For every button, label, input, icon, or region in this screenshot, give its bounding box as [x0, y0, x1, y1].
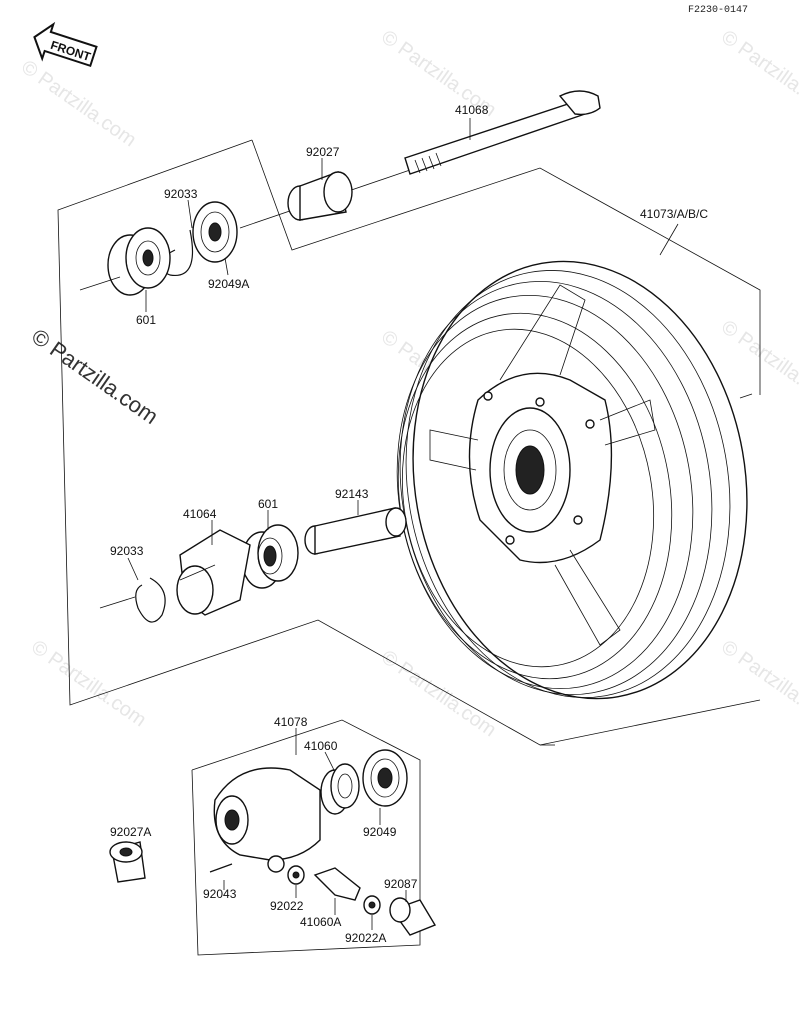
part-label-bushing: 92087	[384, 877, 418, 891]
part-label-bearing-top: 601	[136, 313, 156, 327]
part-label-washer-bottom: 92022A	[345, 931, 386, 945]
part-label-speedo-pinion: 41060A	[300, 915, 341, 929]
part-label-collar-right: 92027A	[110, 825, 151, 839]
seal-speedo	[362, 749, 408, 807]
part-label-spacer: 92143	[335, 487, 369, 501]
coupling	[176, 529, 251, 616]
watermark: © Partzilla.com	[17, 56, 140, 151]
part-label-wheel: 41073/A/B/C	[640, 207, 708, 221]
pin	[209, 863, 233, 873]
bushing	[389, 897, 437, 936]
watermark: © Partzilla.com	[717, 636, 800, 731]
speedo-gear	[320, 763, 360, 815]
diagram-code: F2230-0147	[688, 5, 748, 16]
watermark: © Partzilla.com	[717, 26, 800, 121]
part-label-speedo-housing: 41078	[274, 715, 308, 729]
part-label-circlip-mid: 92033	[110, 544, 144, 558]
spacer	[304, 507, 407, 555]
bearing-top	[107, 227, 171, 296]
washer-bottom	[363, 895, 381, 915]
speedo-pinion	[313, 867, 361, 901]
assembly-outline-left	[57, 139, 761, 746]
part-label-seal-speedo: 92049	[363, 825, 397, 839]
collar-left	[287, 171, 353, 221]
part-label-seal-top: 92049A	[208, 277, 249, 291]
part-label-washer-small: 92022	[270, 899, 304, 913]
part-label-axle: 41068	[455, 103, 489, 117]
part-label-circlip-top: 92033	[164, 187, 198, 201]
washer-small	[287, 865, 305, 885]
circlip-mid	[135, 577, 166, 623]
seal-top	[192, 201, 238, 263]
bearing-mid	[241, 524, 299, 589]
part-label-collar-left: 92027	[306, 145, 340, 159]
part-label-coupling: 41064	[183, 507, 217, 521]
part-label-speedo-gear: 41060	[304, 739, 338, 753]
wheel	[396, 260, 748, 700]
part-label-bearing-mid: 601	[258, 497, 278, 511]
assembly-outline-lower	[191, 719, 421, 956]
watermark-strong: © Partzilla.com	[27, 324, 163, 430]
part-label-pin: 92043	[203, 887, 237, 901]
speedo-gear-housing	[213, 767, 321, 873]
collar-right	[109, 841, 146, 883]
leader-lines	[127, 118, 679, 930]
watermark: © Partzilla.com	[717, 316, 800, 411]
assembly-outline-upper	[251, 139, 761, 395]
